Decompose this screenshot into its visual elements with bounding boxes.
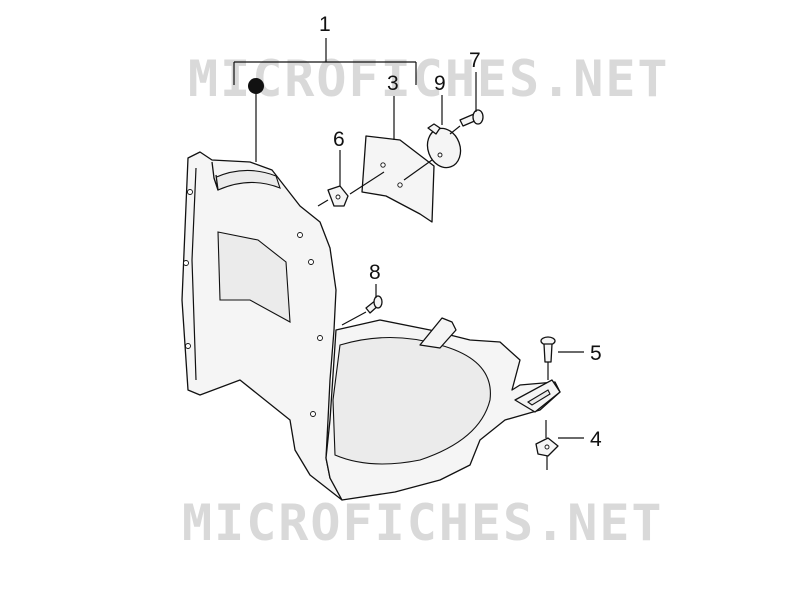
clip-nut-hole [335,194,341,200]
bolt-5-part [540,336,556,363]
cover-mount-slot [527,389,551,406]
cover-inner-bowl [332,337,491,465]
nut-clip-4-part [535,437,559,457]
screw-8-head [373,295,383,309]
axis-8 [341,311,367,326]
screw-hole [310,411,316,417]
clip-nut-6-part [327,185,349,207]
bracket-hole [380,162,386,168]
part-1-dot-marker [248,78,264,94]
callout-1: 1 [319,13,331,36]
callout-8: 8 [369,261,381,284]
cover-rear-fin [419,317,457,349]
axis-6b [349,171,385,195]
leader-lines [233,38,584,470]
callout-7: 7 [469,49,481,72]
callout-4: 4 [590,428,602,451]
bracket-plate [361,135,435,223]
plate-light-bracket-part [361,135,435,223]
bracket-hole [397,182,403,188]
axis-6 [317,199,329,207]
callout-5: 5 [590,342,602,365]
callout-9: 9 [434,72,446,95]
cover-light-window [217,231,291,323]
axis-3 [403,159,433,181]
callout-6: 6 [333,128,345,151]
lamp-socket [427,123,441,135]
screw-hole [185,343,191,349]
screw-head [472,109,484,125]
axis-7 [449,125,461,135]
screw-hole [297,232,303,238]
watermark-top: MICROFICHES.NET [188,50,670,108]
callout-3: 3 [387,72,399,95]
cover-top-opening [213,169,281,191]
bolt-5-shank [543,343,553,363]
inner-cover-part [181,151,561,501]
screw-hole [308,259,314,265]
screw-8-part [365,295,383,314]
cover-edge-line [191,167,197,381]
nut-clip-4-hole [544,444,550,450]
cover-left-panel [181,151,343,501]
watermark-bottom: MICROFICHES.NET [182,494,664,552]
cover-top-lip [211,161,219,191]
screw-hole [187,189,193,195]
screw-7-part [459,109,484,127]
lamp-unit-part [426,123,462,169]
screw-hole [183,260,189,266]
screw-hole [317,335,323,341]
lamp-hole [437,152,443,158]
